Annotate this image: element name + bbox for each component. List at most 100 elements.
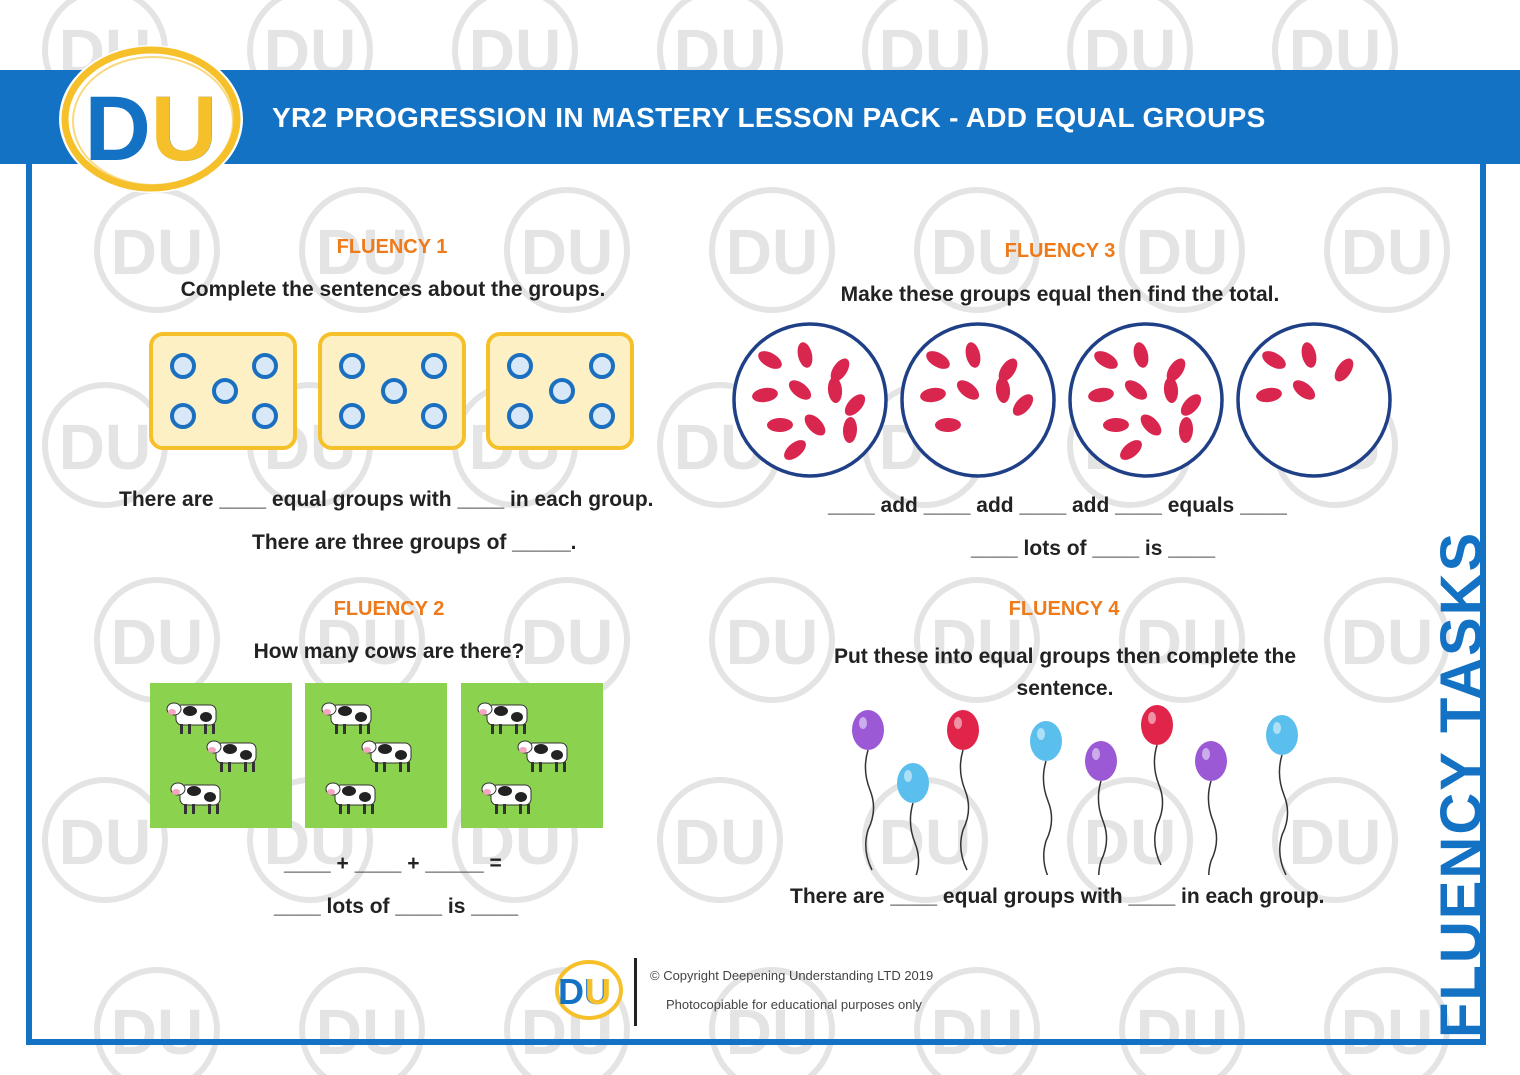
bean	[1262, 351, 1286, 369]
dot-pattern	[170, 353, 278, 429]
dot-card-2	[318, 332, 466, 450]
dot	[549, 378, 575, 404]
balloon	[1085, 741, 1117, 875]
bean-circles	[732, 322, 1392, 478]
dot	[212, 378, 238, 404]
bean	[1178, 417, 1194, 443]
cow	[321, 702, 372, 734]
bean	[1012, 394, 1034, 416]
fluency1-title: FLUENCY 1	[336, 236, 448, 258]
bean	[827, 377, 843, 403]
bean	[1256, 387, 1282, 403]
bean	[1140, 414, 1162, 436]
bean	[1094, 351, 1118, 369]
cow-field-1	[150, 683, 292, 828]
fluency3-sentence-1: ____ add ____ add ____ add ____ equals _…	[828, 494, 1287, 517]
bean	[1133, 342, 1149, 368]
dot	[252, 353, 278, 379]
bean	[1180, 394, 1202, 416]
cow-group	[166, 702, 257, 814]
dot	[589, 403, 615, 429]
dot	[170, 353, 196, 379]
balloons	[852, 705, 1298, 875]
bean	[935, 417, 961, 433]
balloon	[1030, 721, 1062, 875]
bean	[844, 394, 866, 416]
dot	[339, 353, 365, 379]
cow	[170, 782, 221, 814]
bean	[1301, 342, 1317, 368]
svg-text:DU: DU	[85, 78, 218, 180]
dot-pattern	[507, 353, 615, 429]
cow	[166, 702, 217, 734]
bean	[1292, 380, 1316, 400]
fluency1-sentence-2: There are three groups of _____.	[252, 531, 577, 554]
footer-divider	[634, 958, 637, 1026]
cow-field-2	[305, 683, 447, 828]
fluency2-title: FLUENCY 2	[333, 598, 445, 620]
dot-card-1	[149, 332, 297, 450]
bean	[1163, 377, 1179, 403]
bean	[956, 380, 980, 400]
bean	[758, 351, 782, 369]
fluency4-title: FLUENCY 4	[1008, 598, 1120, 620]
bean	[788, 380, 812, 400]
cow	[477, 702, 528, 734]
balloon	[897, 763, 929, 875]
cow	[325, 782, 376, 814]
fluency4-instruction: Put these into equal groups then complet…	[833, 645, 1297, 700]
bean	[1334, 358, 1354, 382]
dot	[381, 378, 407, 404]
cow-group	[321, 702, 412, 814]
bean	[752, 387, 778, 403]
bean	[1103, 417, 1129, 433]
bean	[784, 440, 806, 460]
cow	[361, 740, 412, 772]
dot	[252, 403, 278, 429]
bean	[804, 414, 826, 436]
bean	[830, 358, 850, 382]
bean	[995, 377, 1011, 403]
dot	[170, 403, 196, 429]
balloon	[1141, 705, 1173, 866]
bean	[1088, 387, 1114, 403]
cow	[481, 782, 532, 814]
cow-group	[477, 702, 568, 814]
fluency3-instruction: Make these groups equal then find the to…	[840, 283, 1280, 306]
footer-copyright: © Copyright Deepening Understanding LTD …	[650, 968, 934, 983]
header-bar	[0, 70, 1520, 164]
dot	[421, 353, 447, 379]
cow-field-3	[461, 683, 603, 828]
balloon	[947, 710, 979, 871]
page-frame	[26, 160, 1486, 1045]
bean	[842, 417, 858, 443]
fluency2-instruction: How many cows are there?	[253, 640, 525, 663]
side-label-fluency-tasks: FLUENCY TASKS	[1429, 530, 1494, 1038]
bean	[998, 358, 1018, 382]
bean	[1166, 358, 1186, 382]
cow	[517, 740, 568, 772]
balloon	[1195, 741, 1227, 875]
cow	[206, 740, 257, 772]
svg-text:U: U	[585, 971, 611, 1012]
balloon	[1266, 715, 1298, 875]
dot	[339, 403, 365, 429]
bean	[797, 342, 813, 368]
bean	[965, 342, 981, 368]
bean	[1124, 380, 1148, 400]
bean	[926, 351, 950, 369]
bean	[1120, 440, 1142, 460]
dot	[421, 403, 447, 429]
page-title: YR2 PROGRESSION IN MASTERY LESSON PACK -…	[272, 102, 1266, 133]
fluency3-title: FLUENCY 3	[1004, 240, 1116, 262]
fluency4-sentence: There are ____ equal groups with ____ in…	[790, 885, 1325, 908]
fluency2-sentence-2: ____ lots of ____ is ____	[274, 895, 518, 918]
dot	[507, 403, 533, 429]
du-logo: DU U	[59, 45, 243, 193]
footer-du-logo: DU U	[555, 960, 623, 1020]
footer-note: Photocopiable for educational purposes o…	[666, 997, 922, 1012]
dot	[507, 353, 533, 379]
svg-text:U: U	[151, 78, 217, 180]
balloon	[852, 710, 884, 871]
dot-card-3	[486, 332, 634, 450]
